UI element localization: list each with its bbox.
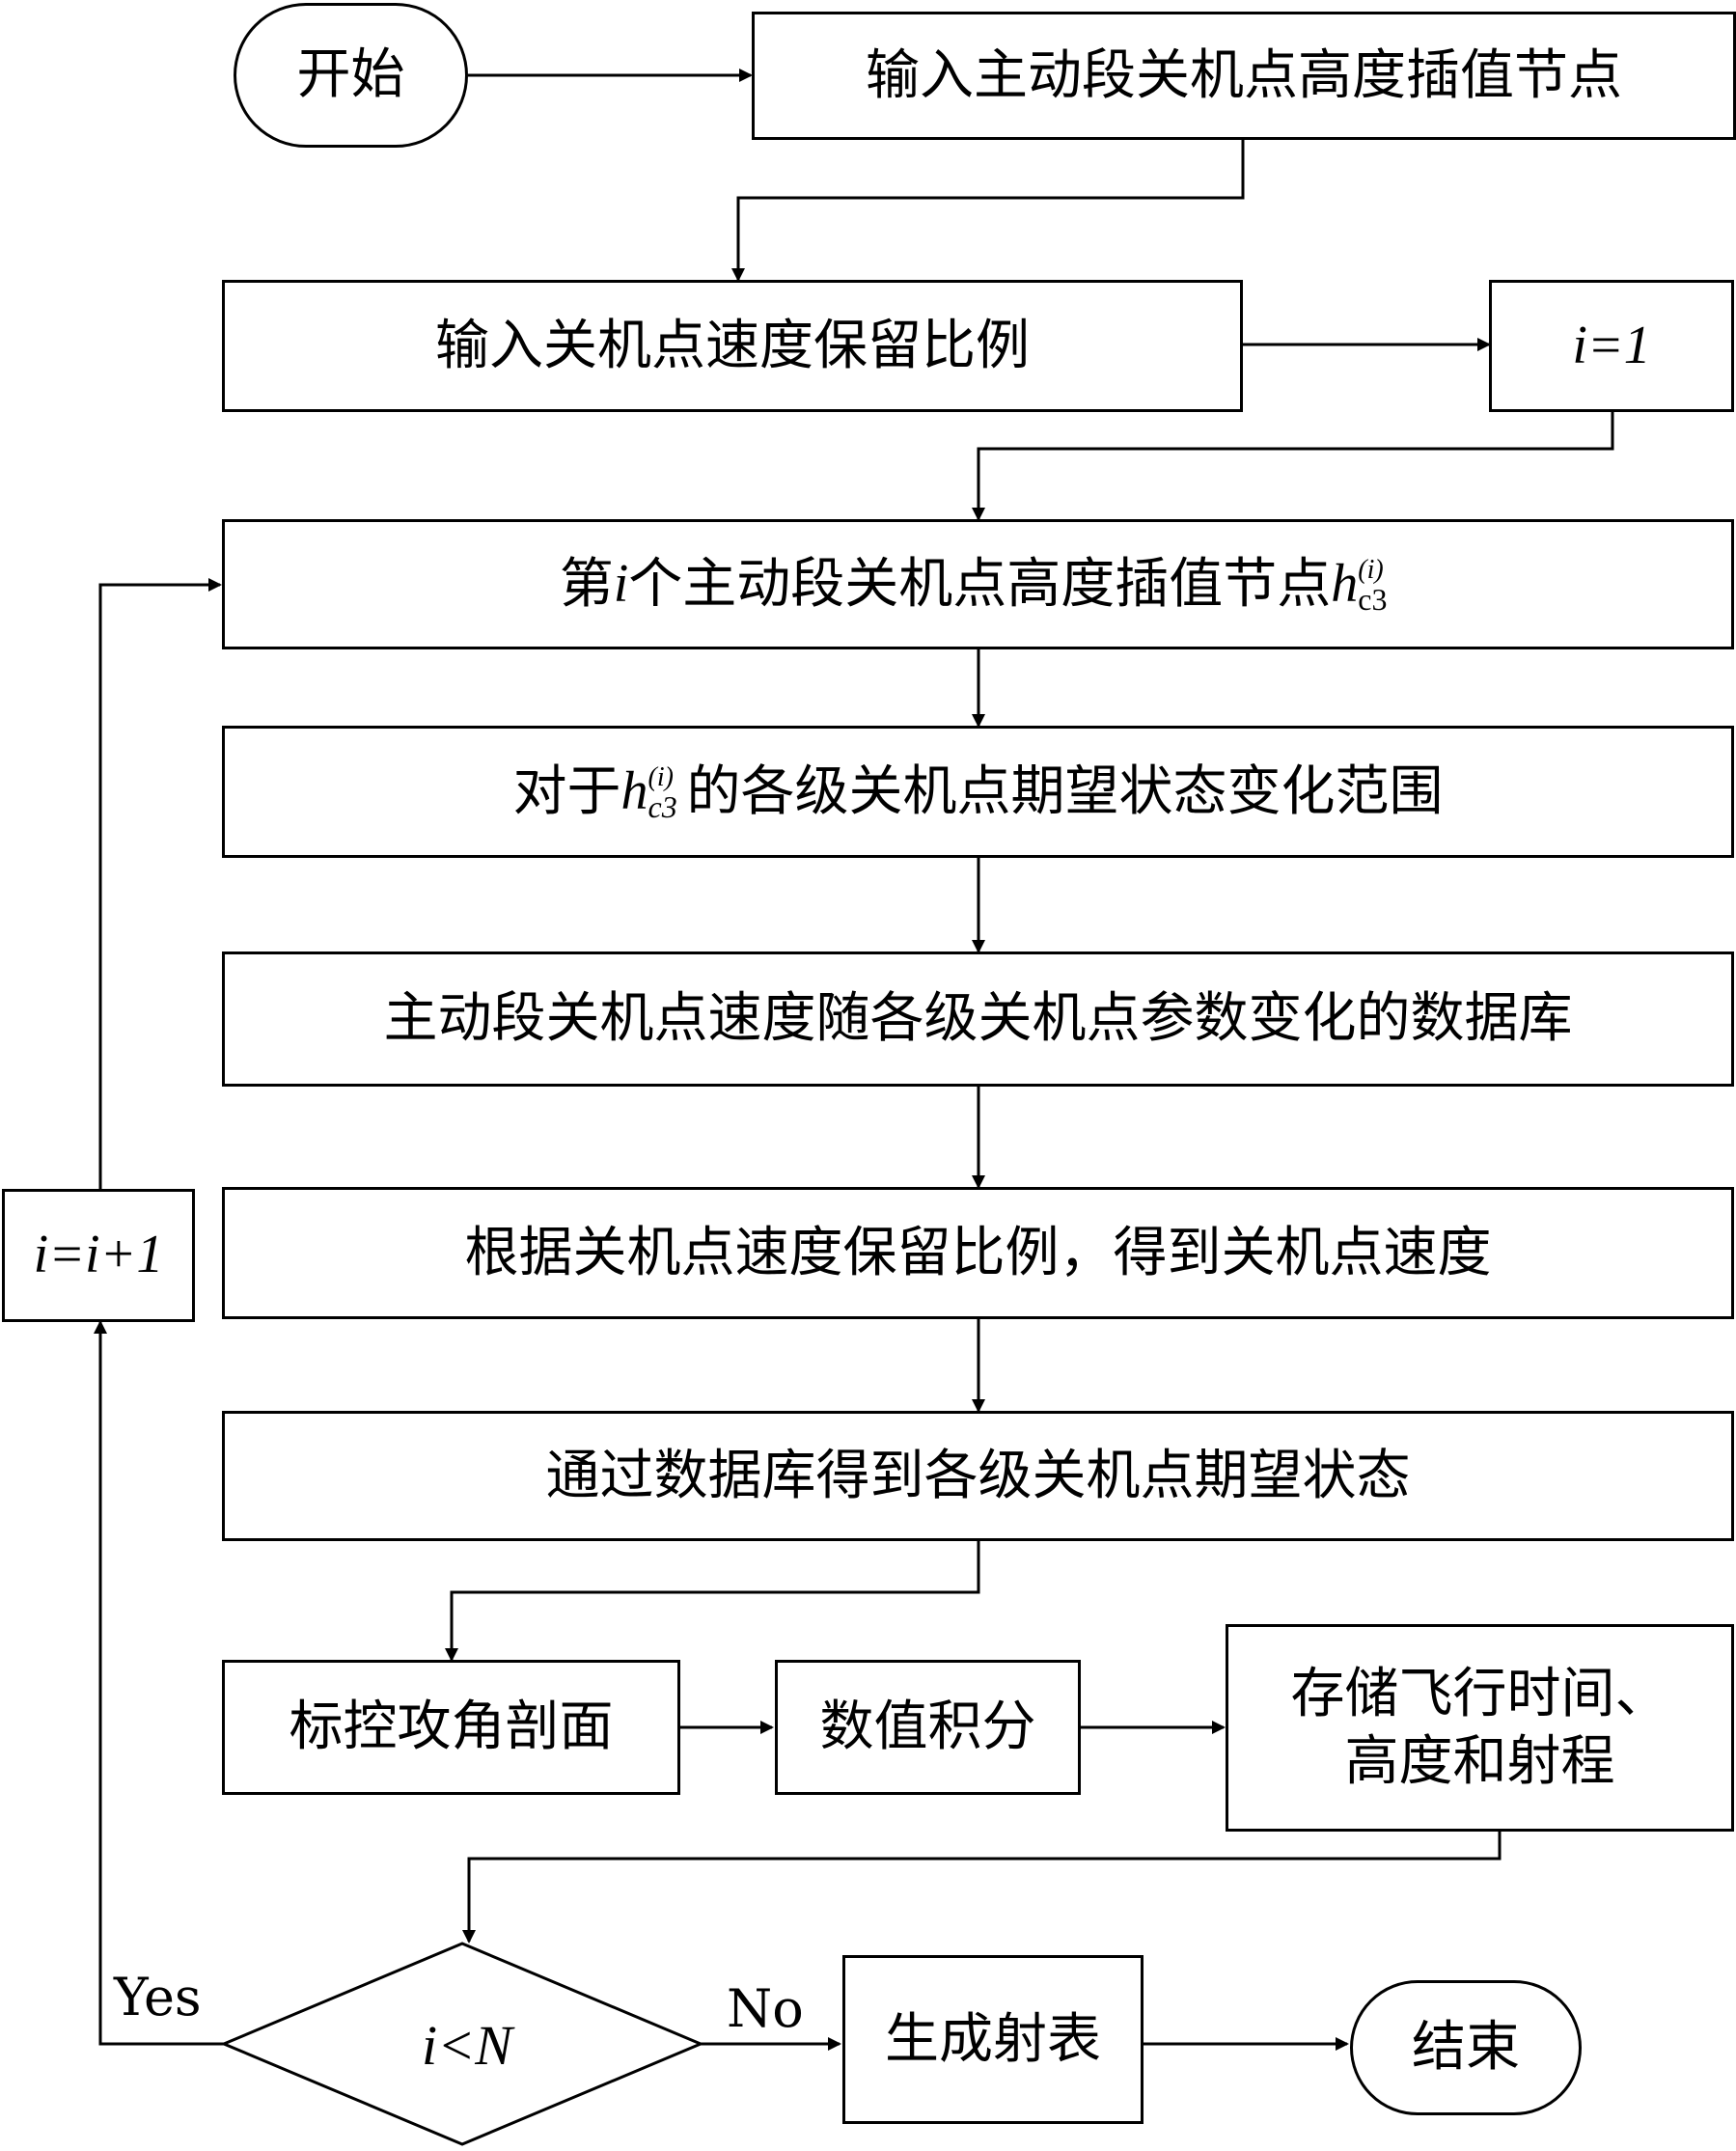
increment-node: i=i+1 [2,1189,195,1322]
init-i-node: i=1 [1489,280,1734,412]
edge-input-heights-to-input-ratio [731,140,1245,282]
range-prefix: 对于 [512,759,621,823]
store-line1: 存储飞行时间、 [1290,1662,1669,1725]
states-node: 通过数据库得到各级关机点期望状态 [222,1411,1734,1541]
start-label: 开始 [296,43,405,107]
gen-table-node: 生成射表 [842,1955,1144,2124]
states-label: 通过数据库得到各级关机点期望状态 [545,1444,1411,1507]
edge-states-to-aoa [445,1541,980,1662]
range-h-sup: (i) [648,761,674,792]
input-ratio-node: 输入关机点速度保留比例 [222,280,1243,412]
integrate-node: 数值积分 [775,1660,1081,1795]
range-h-symbol: h [620,760,648,821]
decision-diamond [220,1942,704,2146]
ith-node-text: 个主动段关机点高度插值节点 [628,552,1332,616]
velocity-label: 根据关机点速度保留比例，得到关机点速度 [464,1221,1492,1284]
ith-node-prefix: 第 [559,552,614,616]
no-label: No [727,1978,804,2039]
increment-label: i=i+1 [33,1225,164,1285]
gen-table-label: 生成射表 [885,2007,1101,2071]
h-super-sub: (i)c3 [1358,555,1396,617]
h-symbol: h [1331,553,1359,614]
aoa-profile-node: 标控攻角剖面 [222,1660,680,1795]
input-heights-node: 输入主动段关机点高度插值节点 [752,12,1736,140]
range-h-super-sub: (i)c3 [648,762,687,824]
database-label: 主动段关机点速度随各级关机点参数变化的数据库 [383,987,1573,1051]
store-line2: 高度和射程 [1344,1729,1615,1793]
edge-init-to-ith-node [972,412,1614,521]
init-i-label: i=1 [1572,315,1651,375]
input-heights-label: 输入主动段关机点高度插值节点 [866,43,1622,107]
input-ratio-label: 输入关机点速度保留比例 [435,314,1030,377]
end-label: 结束 [1412,2016,1520,2080]
edge-increment-to-ith-node [98,578,222,1189]
edge-store-to-decision [462,1832,1502,1944]
integrate-label: 数值积分 [819,1696,1036,1759]
ith-node-var: i [613,553,629,614]
aoa-profile-label: 标控攻角剖面 [289,1696,614,1759]
h-sup: (i) [1358,554,1384,585]
end-node: 结束 [1350,1980,1582,2115]
database-node: 主动段关机点速度随各级关机点参数变化的数据库 [222,951,1734,1087]
range-h-sub: c3 [648,788,677,824]
range-text: 的各级关机点期望状态变化范围 [686,759,1444,823]
decision-label: i<N [422,2014,512,2077]
velocity-node: 根据关机点速度保留比例，得到关机点速度 [222,1187,1734,1319]
start-node: 开始 [234,3,468,148]
edge-decision-to-increment [94,1320,224,2046]
store-node: 存储飞行时间、 高度和射程 [1226,1624,1734,1832]
yes-label: Yes [114,1967,202,2027]
h-sub: c3 [1358,581,1388,617]
